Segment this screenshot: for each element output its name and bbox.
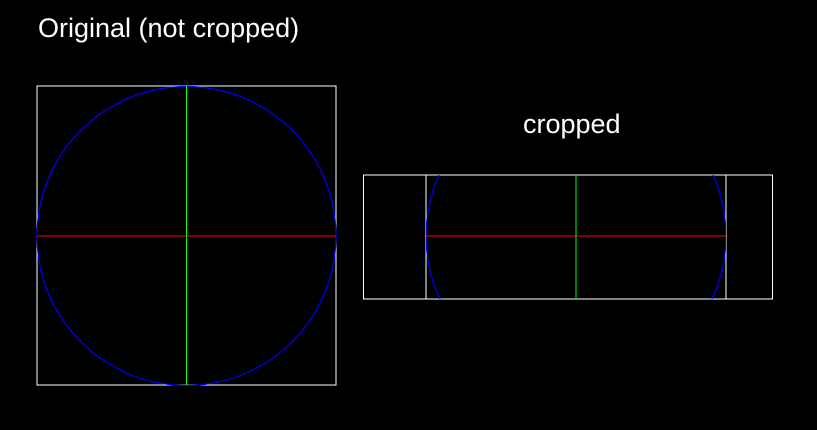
cropped-outer-frame	[363, 174, 773, 300]
cropped-title: cropped	[523, 109, 621, 139]
original-title: Original (not cropped)	[38, 13, 300, 43]
cropped-panel	[363, 174, 773, 300]
original-panel	[36, 85, 337, 387]
